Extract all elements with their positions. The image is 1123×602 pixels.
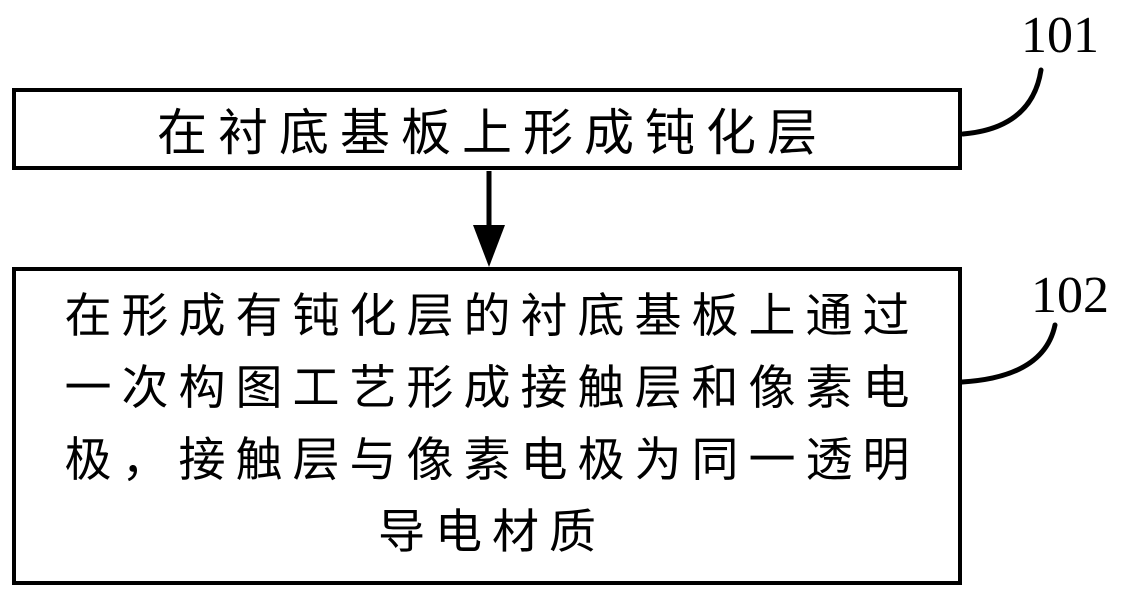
down-arrow-icon (473, 171, 505, 267)
step-101-ref-label: 101 (1021, 7, 1099, 64)
step-102-text-line-2: 一次构图工艺形成接触层和像素电 (64, 363, 920, 415)
leader-line-102 (959, 322, 1058, 385)
step-101-text: 在衬底基板上形成钝化层 (157, 105, 828, 161)
down-arrow-head (473, 225, 505, 267)
step-102-ref-label: 102 (1031, 267, 1109, 324)
step-102-text-line-1: 在形成有钝化层的衬底基板上通过 (64, 291, 920, 343)
step-102-text-line-3: 极，接触层与像素电极为同一透明 (64, 435, 920, 487)
step-102-text-line-4: 导电材质 (378, 507, 606, 559)
leader-line-101 (960, 67, 1044, 137)
step-box-101: 在衬底基板上形成钝化层 (12, 88, 962, 170)
step-box-102: 在形成有钝化层的衬底基板上通过 一次构图工艺形成接触层和像素电 极，接触层与像素… (12, 267, 962, 585)
